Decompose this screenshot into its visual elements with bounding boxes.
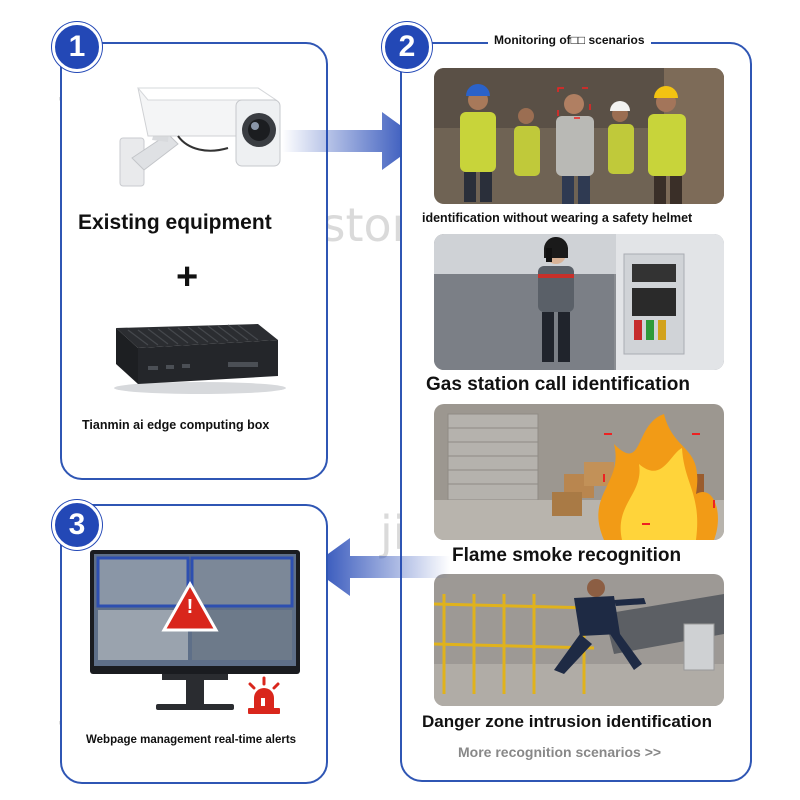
arrow-right-icon xyxy=(282,112,422,170)
safety-helmet-scene-image xyxy=(434,68,724,204)
warning-icon: ! xyxy=(186,596,194,618)
danger-zone-scene-image xyxy=(434,574,724,706)
alerts-label: Webpage management real-time alerts xyxy=(86,734,297,746)
scenario-label-danger-zone: Danger zone intrusion identification xyxy=(422,712,712,731)
step-3-badge: 3 xyxy=(52,500,102,550)
step-1-badge: 1 xyxy=(52,22,102,72)
more-scenarios-link[interactable]: More recognition scenarios >> xyxy=(458,744,662,760)
alarm-siren-icon xyxy=(248,676,280,714)
panel2-title: Monitoring of□□ scenarios xyxy=(488,33,651,47)
monitor-image xyxy=(90,550,300,722)
gas-station-scene-image xyxy=(434,234,724,370)
arrow-left-icon xyxy=(310,538,450,596)
surveillance-camera-image xyxy=(118,78,288,198)
scenario-label-flame: Flame smoke recognition xyxy=(452,545,682,566)
existing-equipment-label: Existing equipment xyxy=(78,211,272,234)
scenario-label-gas-station: Gas station call identification xyxy=(426,374,690,395)
plus-sign: + xyxy=(176,256,199,298)
flame-smoke-scene-image xyxy=(434,404,724,540)
edge-box-label: Tianmin ai edge computing box xyxy=(82,418,270,432)
scenario-label-helmet: identification without wearing a safety … xyxy=(422,211,693,225)
step-2-badge: 2 xyxy=(382,22,432,72)
edge-computing-box-image xyxy=(108,318,286,398)
